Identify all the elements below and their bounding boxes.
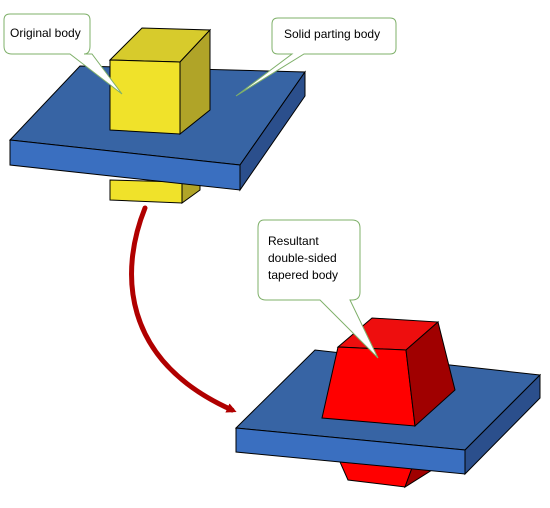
resultant-assembly	[234, 317, 542, 489]
yellow-box-lower	[109, 179, 183, 204]
callout-original-body-text: Original body	[10, 26, 81, 40]
transform-arrow	[129, 205, 237, 413]
plate2-side	[464, 373, 541, 476]
callout-resultant-line-1: Resultant	[268, 234, 319, 248]
callout-resultant-line-2: double-sided	[268, 251, 337, 265]
red-body-side	[405, 321, 456, 428]
plate-side	[239, 70, 306, 192]
callout-solid-parting-body: Solid parting body	[235, 17, 397, 97]
callout-resultant-line-3: tapered body	[268, 268, 338, 282]
callout-resultant-body: Resultant double-sided tapered body	[257, 219, 379, 359]
yellow-box-side	[179, 28, 211, 136]
yellow-box-front	[109, 59, 181, 135]
callout-original-body: Original body	[3, 13, 123, 95]
callout-solid-parting-body-text: Solid parting body	[284, 27, 380, 41]
original-assembly	[8, 27, 306, 204]
red-body-front	[321, 346, 416, 427]
